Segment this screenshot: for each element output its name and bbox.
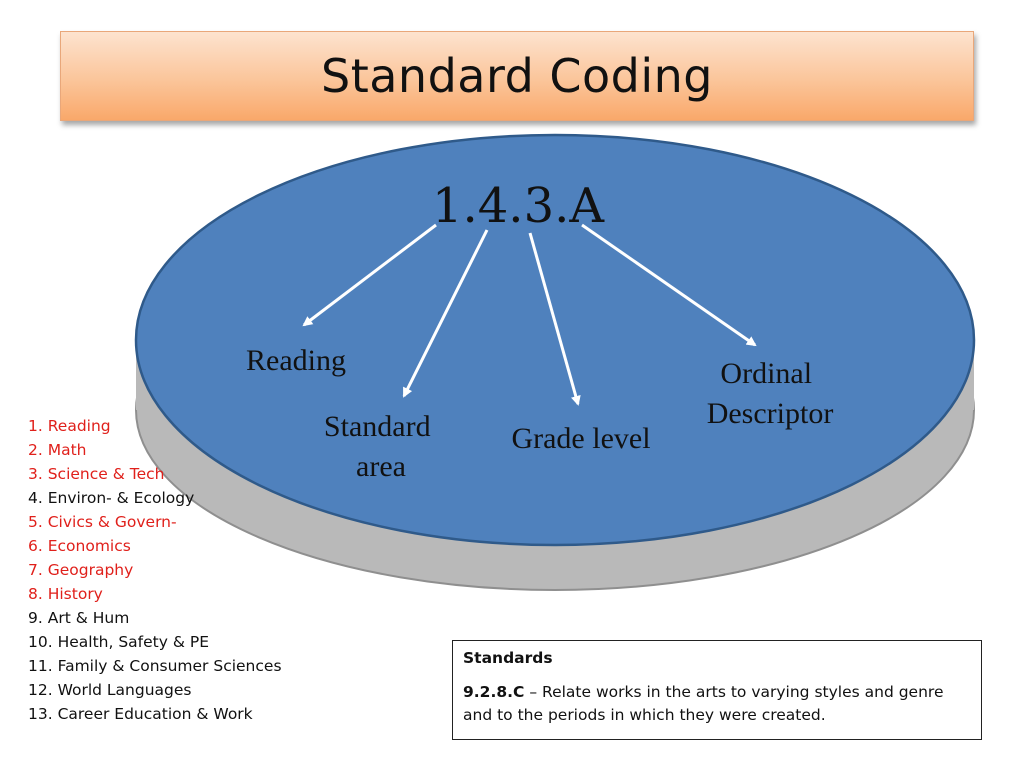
label-reading: Reading bbox=[246, 344, 346, 377]
list-item: 12. World Languages bbox=[28, 681, 192, 699]
slide-title: Standard Coding bbox=[321, 49, 713, 103]
main-ellipse bbox=[134, 133, 976, 547]
standard-code: 1.4.3.A bbox=[432, 178, 605, 234]
list-item: 10. Health, Safety & PE bbox=[28, 633, 209, 651]
arrows bbox=[302, 223, 757, 406]
list-item: 11. Family & Consumer Sciences bbox=[28, 657, 282, 675]
arrow-grade-level bbox=[528, 232, 581, 406]
list-item: 13. Career Education & Work bbox=[28, 705, 253, 723]
arrow-standard-area bbox=[402, 229, 489, 398]
list-item: 3. Science & Tech bbox=[28, 465, 165, 483]
list-item: 2. Math bbox=[28, 441, 87, 459]
standards-body: 9.2.8.C – Relate works in the arts to va… bbox=[463, 681, 971, 727]
standard-area-list: 1. Reading 2. Math 3. Science & Tech 4. … bbox=[28, 414, 282, 726]
standard-example-description: – Relate works in the arts to varying st… bbox=[463, 683, 944, 724]
arrow-reading bbox=[302, 223, 437, 327]
arrow-ordinal-descriptor bbox=[581, 223, 757, 347]
list-item: 6. Economics bbox=[28, 537, 131, 555]
list-item: 8. History bbox=[28, 585, 103, 603]
list-item: 7. Geography bbox=[28, 561, 134, 579]
label-grade-level: Grade level bbox=[511, 422, 650, 455]
standards-box: Standards 9.2.8.C – Relate works in the … bbox=[452, 640, 982, 740]
list-item: 1. Reading bbox=[28, 417, 111, 435]
label-ordinal-descriptor: Ordinal Descriptor bbox=[707, 357, 834, 430]
label-standard-area: Standard area bbox=[324, 410, 438, 483]
title-banner: Standard Coding bbox=[60, 31, 974, 121]
standards-heading: Standards bbox=[463, 649, 553, 667]
standard-example-code: 9.2.8.C bbox=[463, 683, 525, 701]
list-item: 4. Environ- & Ecology bbox=[28, 489, 195, 507]
list-item: 5. Civics & Govern- bbox=[28, 513, 177, 531]
list-item: 9. Art & Hum bbox=[28, 609, 130, 627]
